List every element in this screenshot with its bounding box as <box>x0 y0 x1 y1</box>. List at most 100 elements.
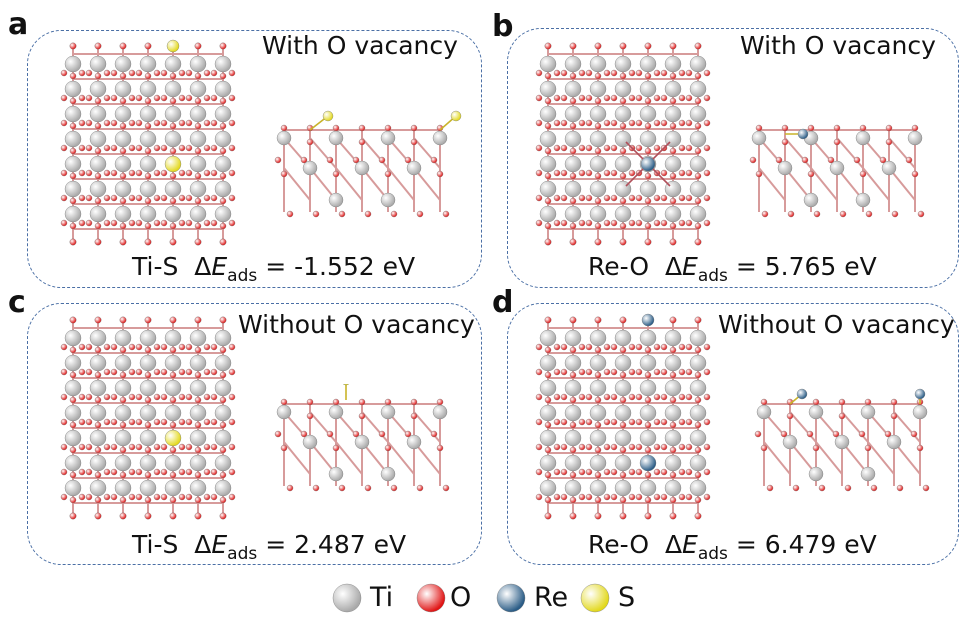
o-atom <box>685 119 693 127</box>
o-atom <box>535 169 543 177</box>
o-atom <box>384 444 392 452</box>
energy-subscript: ads <box>697 544 728 564</box>
o-atom <box>806 430 814 438</box>
ti-atom <box>64 379 82 397</box>
o-atom <box>60 194 68 202</box>
o-atom <box>619 316 627 324</box>
ti-atom <box>614 105 632 123</box>
o-atom <box>103 69 111 77</box>
o-atom <box>286 484 294 492</box>
o-atom <box>384 398 392 406</box>
o-atom <box>891 210 899 218</box>
o-atom <box>585 343 593 351</box>
o-atom <box>78 343 86 351</box>
ti-atom <box>564 354 582 372</box>
o-atom <box>781 138 789 146</box>
ti-atom <box>64 130 82 148</box>
bond <box>836 137 864 169</box>
o-atom <box>578 393 586 401</box>
ti-atom <box>89 130 107 148</box>
o-atom <box>833 124 841 132</box>
o-atom <box>384 124 392 132</box>
panel-b-top-view <box>535 42 711 246</box>
o-atom <box>153 368 161 376</box>
o-atom <box>119 122 127 130</box>
o-atom <box>761 210 769 218</box>
ti-atom <box>139 180 157 198</box>
energy-symbol: E <box>211 252 228 281</box>
o-atom <box>94 512 102 520</box>
o-atom <box>185 418 193 426</box>
bond <box>841 411 869 443</box>
o-atom <box>610 94 618 102</box>
ti-atom <box>589 454 607 472</box>
o-atom <box>326 430 334 438</box>
o-atom <box>203 94 211 102</box>
o-atom <box>644 346 652 354</box>
ti-atom <box>539 404 557 422</box>
ti-atom <box>664 354 682 372</box>
o-atom <box>827 156 835 164</box>
o-atom <box>185 493 193 501</box>
o-atom <box>603 219 611 227</box>
ti-atom <box>114 80 132 98</box>
o-atom <box>603 94 611 102</box>
o-atom <box>390 210 398 218</box>
o-atom <box>442 484 450 492</box>
o-atom <box>85 418 93 426</box>
ti-atom <box>539 105 557 123</box>
bond <box>413 411 441 443</box>
o-atom-icon <box>416 583 446 613</box>
o-atom <box>338 484 346 492</box>
o-atom <box>553 418 561 426</box>
bond <box>888 137 916 169</box>
o-atom <box>119 222 127 230</box>
o-atom <box>603 468 611 476</box>
o-atom <box>110 194 118 202</box>
o-atom <box>644 122 652 130</box>
o-atom <box>569 396 577 404</box>
panel-b-condition: With O vacancy <box>740 31 936 60</box>
o-atom <box>119 147 127 155</box>
o-atom <box>544 222 552 230</box>
o-atom <box>703 219 711 227</box>
o-atom <box>535 418 543 426</box>
o-atom <box>610 219 618 227</box>
ti-atom <box>614 155 632 173</box>
o-atom <box>110 393 118 401</box>
o-atom <box>628 94 636 102</box>
o-atom <box>755 124 763 132</box>
o-atom <box>628 219 636 227</box>
ti-atom <box>164 205 182 223</box>
o-atom <box>535 94 543 102</box>
o-atom <box>594 172 602 180</box>
bond <box>309 137 337 169</box>
o-atom <box>885 124 893 132</box>
o-atom <box>219 471 227 479</box>
o-atom <box>69 97 77 105</box>
o-atom <box>160 144 168 152</box>
o-atom <box>153 493 161 501</box>
o-atom <box>685 144 693 152</box>
o-atom <box>864 398 872 406</box>
ti-atom <box>589 155 607 173</box>
o-atom <box>78 94 86 102</box>
ti-atom <box>189 180 207 198</box>
o-atom <box>578 119 586 127</box>
o-atom <box>694 72 702 80</box>
ti-atom <box>214 180 232 198</box>
ti-atom <box>302 434 318 450</box>
panel-d-side-view <box>754 388 930 492</box>
o-atom <box>644 147 652 155</box>
o-atom <box>94 147 102 155</box>
o-atom <box>194 496 202 504</box>
o-atom <box>703 94 711 102</box>
o-atom <box>358 124 366 132</box>
o-atom <box>916 444 924 452</box>
ti-atom <box>539 354 557 372</box>
o-atom <box>160 169 168 177</box>
re-legend-atom <box>496 583 526 613</box>
o-atom <box>210 343 218 351</box>
o-atom <box>644 496 652 504</box>
o-atom <box>669 421 677 429</box>
